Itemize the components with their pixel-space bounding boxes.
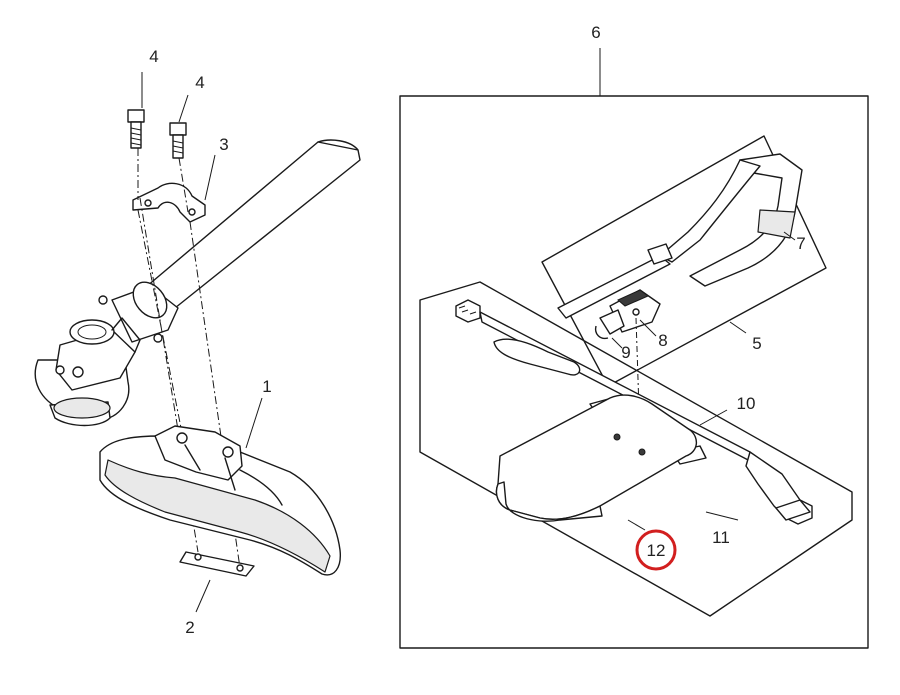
callout-1: 1 xyxy=(262,377,271,396)
guard-assembly xyxy=(34,72,361,613)
leaders-left xyxy=(141,72,263,613)
mounting-plate xyxy=(179,551,255,577)
callout-7: 7 xyxy=(796,234,805,253)
bolt-left xyxy=(127,109,145,149)
gear-head xyxy=(34,317,141,427)
callout-6: 6 xyxy=(591,23,600,42)
callout-10: 10 xyxy=(737,394,756,413)
callout-11: 11 xyxy=(712,528,730,547)
leaders-right xyxy=(699,409,739,521)
callout-3: 3 xyxy=(219,135,228,154)
callout-4-right: 4 xyxy=(195,73,204,92)
clamp-bracket xyxy=(132,182,206,223)
callout-4-left: 4 xyxy=(149,47,158,66)
grass-guard xyxy=(99,425,341,576)
highlight-ring xyxy=(635,529,677,571)
bolt-right xyxy=(169,122,187,159)
kit-box xyxy=(399,48,869,649)
buckle-hook xyxy=(594,289,661,441)
callout-9: 9 xyxy=(621,343,630,362)
callout-5: 5 xyxy=(752,334,761,353)
callout-8: 8 xyxy=(658,331,667,350)
strap-panel xyxy=(541,135,827,387)
callout-12: 12 xyxy=(647,541,666,560)
shoulder-strap xyxy=(557,153,803,319)
harness-panel xyxy=(419,281,853,617)
back-pad xyxy=(495,394,697,531)
callout-labels: 4 4 3 1 2 6 7 8 9 5 10 11 12 xyxy=(149,23,805,637)
waist-belt xyxy=(455,299,813,525)
callout-2: 2 xyxy=(185,618,194,637)
shaft-tube xyxy=(139,139,361,309)
